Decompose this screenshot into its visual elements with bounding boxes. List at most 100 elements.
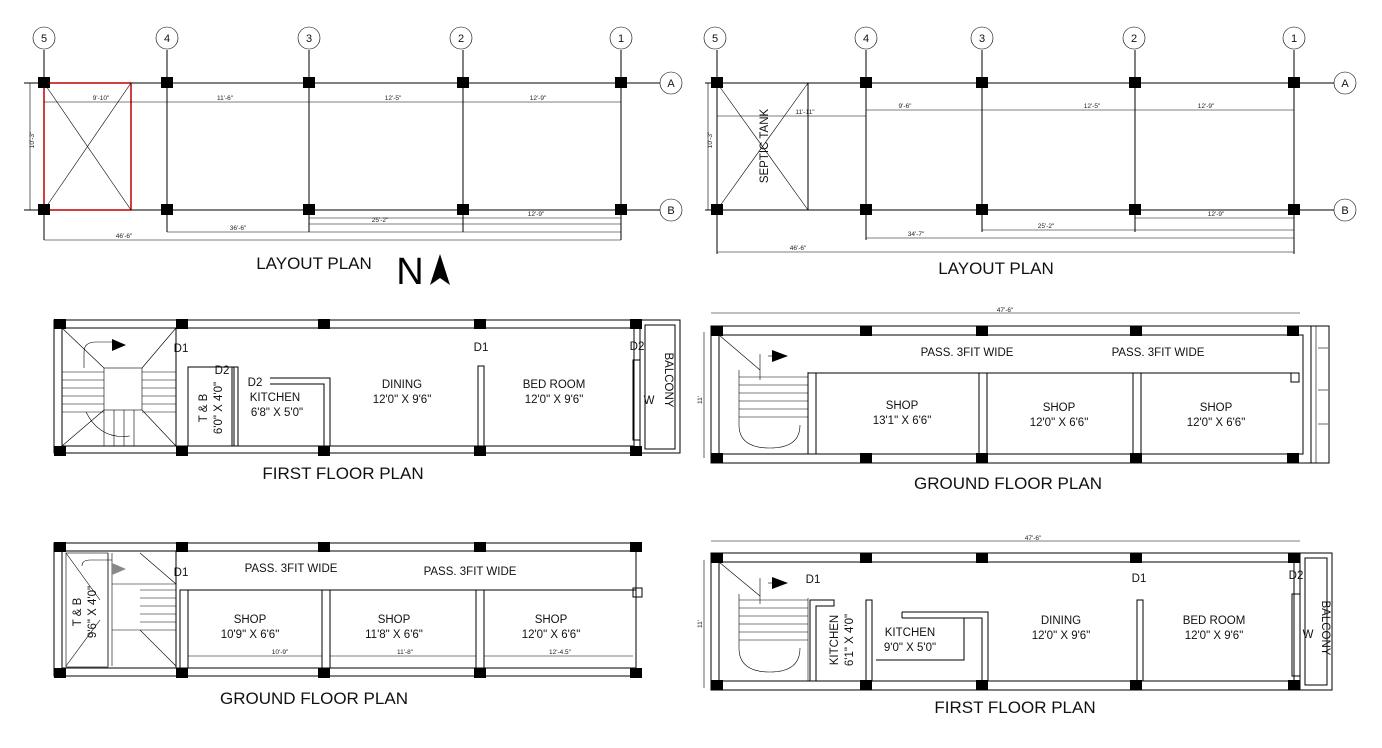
bedroom-label: BED ROOM [523,379,586,391]
kitchen-label: KITCHEN [885,627,935,639]
passage-label: PASS. 3FIT WIDE [921,347,1014,359]
stair-direction-arrow-icon [112,339,126,351]
kitchen-label: KITCHEN [829,615,841,665]
tb-size: 6'0" X 4'0" [213,382,225,434]
kitchen-label: KITCHEN [250,392,300,404]
door-tag: D1 [1132,573,1147,585]
tb-size: 9'6" X 4'0" [87,586,99,638]
highlighted-bay [43,82,132,211]
shop-label: SHOP [886,400,919,412]
dim-label: 47'-6" [997,307,1014,314]
dim-label: 10'-3" [29,131,36,148]
ground-floor-plan-left: 10'-9" 11'-8" 12'-4.5" D1 T & B 9'6" X 4… [53,542,643,708]
passage-label: PASS. 3FIT WIDE [424,566,517,578]
dim-label: 11'-11" [795,109,815,116]
shop-size: 11'8" X 6'6" [365,629,423,641]
dim-label: 34'-7" [908,231,925,238]
dim-label: 12'-9" [1198,103,1215,110]
dim-label: 11' [697,396,704,404]
shop-size: 12'0" X 6'6" [522,629,581,641]
shop-size: 10'9" X 6'6" [221,629,280,641]
dim-label: 11'-6" [217,95,234,102]
grid-bubble-3: 3 [297,26,321,50]
staircase [718,561,809,681]
bedroom-label: BED ROOM [1183,615,1246,627]
dim-label: 11'-8" [397,649,414,656]
svg-text:N: N [396,251,423,293]
tb-label: T & B [72,597,84,626]
dim-label: 12'-5" [1084,103,1101,110]
door-tag: D2 [1289,570,1304,582]
dim-label: 25'-2" [372,217,389,224]
door-tag: D2 [215,365,230,377]
grid-bubble-2: 2 [449,26,473,50]
grid-bubble-5: 5 [703,26,727,50]
layout-plan-right: SEPTIC TANK 5 4 3 2 1 A B 11'-11" 9'-6" … [703,26,1357,278]
tb-label: T & B [198,393,210,422]
stair-direction-arrow-icon [772,350,788,362]
shop-label: SHOP [535,614,568,626]
shop-label: SHOP [234,614,267,626]
dim-label: 9'-6" [899,103,913,110]
septic-tank-label: SEPTIC TANK [759,109,771,184]
stair-direction-arrow-icon [112,563,126,575]
svg-text:A: A [667,78,675,90]
door-tag: D1 [806,574,821,586]
door-tag: D2 [248,377,263,389]
dim-label: 9'-10" [93,95,110,102]
bedroom-size: 12'0" X 9'6" [1185,630,1244,642]
dim-label: 12'-9" [528,211,545,218]
kitchen-size: 6'1" X 4'0" [844,614,856,666]
dim-label: 12'-9" [530,95,547,102]
ground-floor-title: GROUND FLOOR PLAN [914,474,1102,493]
dining-label: DINING [1041,615,1081,627]
svg-text:5: 5 [41,33,47,45]
shop-size: 12'0" X 6'6" [1030,417,1089,429]
dim-label: 47'-6" [1025,535,1042,542]
grid-bubble-4: 4 [155,26,179,50]
door-tag: D1 [474,342,489,354]
shop-label: SHOP [378,614,411,626]
window-tag: W [644,395,655,407]
dim-label: 25'-2" [1038,223,1055,230]
door-tag: D1 [174,343,189,355]
grid-bubble-A: A [1333,71,1357,95]
balcony-label: BALCONY [662,353,674,408]
shop-size: 13'1" X 6'6" [873,415,932,427]
first-floor-title: FIRST FLOOR PLAN [934,698,1095,717]
svg-text:3: 3 [306,33,312,45]
grid-bubble-3: 3 [970,26,994,50]
first-floor-title: FIRST FLOOR PLAN [262,464,423,483]
shop-label: SHOP [1043,402,1076,414]
staircase [61,327,177,447]
north-arrow-icon: N [396,251,450,293]
svg-text:B: B [667,205,674,217]
first-floor-plan-right: 47'-6" 11' D1 D1 D2 KITCHEN 6'1" X 4' [697,535,1333,717]
first-floor-plan-left: D1 D2 D2 D1 D2 T & B 6'0" X 4'0" KITCHEN… [53,319,681,483]
stair-direction-arrow-icon [772,577,788,589]
grid-bubble-5: 5 [32,26,56,50]
dim-label: 10'-9" [272,649,289,656]
passage-label: PASS. 3FIT WIDE [1112,347,1205,359]
svg-text:2: 2 [1131,33,1137,45]
dim-label: 12'-4.5" [549,649,572,656]
grid-bubble-2: 2 [1122,26,1146,50]
door-tag: D1 [174,567,189,579]
svg-text:5: 5 [712,33,718,45]
kitchen-size: 9'0" X 5'0" [884,642,936,654]
grid-bubble-B: B [659,198,683,222]
staircase [718,334,809,454]
ground-floor-title: GROUND FLOOR PLAN [220,689,408,708]
layout-plan-title: LAYOUT PLAN [256,254,372,273]
svg-text:1: 1 [618,33,624,45]
layout-plan-title: LAYOUT PLAN [938,259,1054,278]
grid-bubble-4: 4 [854,26,878,50]
staircase [65,552,177,668]
dining-size: 12'0" X 9'6" [373,394,432,406]
svg-text:1: 1 [1291,33,1297,45]
kitchen-size: 6'8" X 5'0" [251,407,303,419]
svg-text:B: B [1341,205,1348,217]
bedroom-size: 12'0" X 9'6" [525,394,584,406]
svg-text:2: 2 [458,33,464,45]
